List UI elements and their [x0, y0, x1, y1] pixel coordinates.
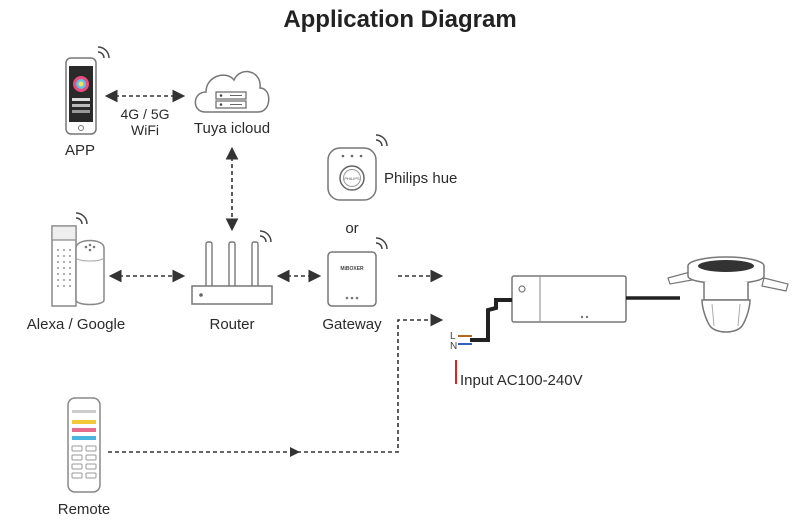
smartphone-icon — [65, 46, 110, 135]
or-label: or — [345, 220, 359, 237]
input-voltage-label: Input AC100-240V — [460, 372, 583, 389]
input-wire — [458, 298, 512, 345]
router-icon — [191, 230, 273, 305]
remote-control-icon — [67, 397, 101, 493]
gateway-icon: MiBOXER — [327, 237, 388, 307]
app-label: APP — [64, 142, 95, 159]
network-label-line1: 4G / 5G — [120, 106, 170, 122]
remote-label: Remote — [57, 501, 111, 518]
connector-remote-driver — [108, 313, 444, 457]
live-wire-label: L — [450, 331, 456, 342]
neutral-wire-label: N — [450, 341, 457, 352]
cloud-label: Tuya icloud — [193, 120, 271, 137]
cloud-icon — [194, 70, 270, 113]
led-driver-icon — [511, 275, 627, 323]
hue-brand-text: PHILIPS — [344, 176, 360, 181]
gateway-label: Gateway — [322, 316, 382, 333]
alexa-google-label: Alexa / Google — [26, 316, 126, 333]
router-label: Router — [209, 316, 255, 333]
network-label-line2: WiFi — [131, 122, 159, 138]
hue-bridge-icon: PHILIPS — [327, 134, 388, 201]
smart-speaker-icon — [51, 212, 105, 307]
hue-label: Philips hue — [384, 170, 458, 187]
downlight-icon — [667, 256, 789, 333]
page-title: Application Diagram — [283, 6, 517, 33]
network-label: 4G / 5G WiFi — [110, 106, 180, 138]
gateway-brand-text: MiBOXER — [340, 266, 364, 272]
